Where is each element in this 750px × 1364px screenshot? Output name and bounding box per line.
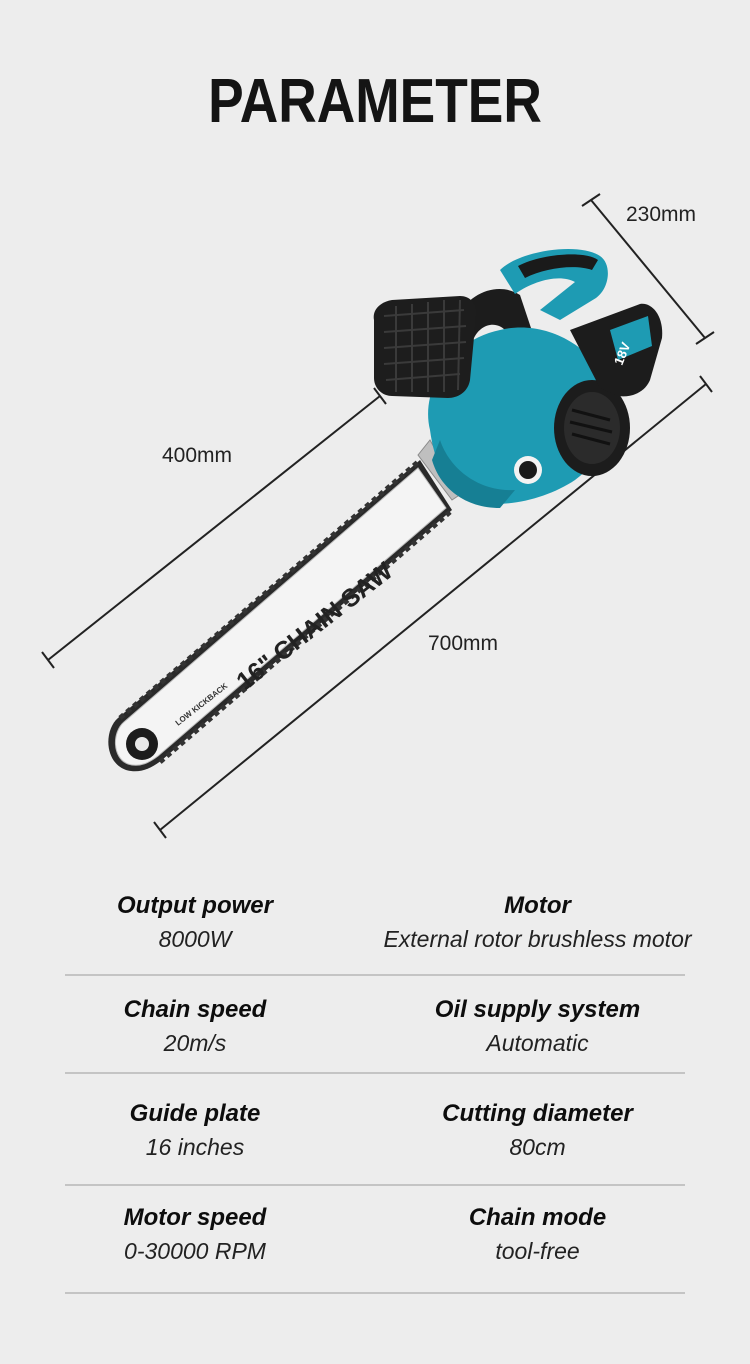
height-dimension-label: 400mm (162, 444, 233, 467)
chainsaw-illustration: 16" CHAIN SAW LOW KICKBACK (41, 193, 715, 839)
dimension-line-height (41, 387, 387, 669)
spec-value: Automatic (486, 1030, 589, 1056)
spec-name: Oil supply system (434, 996, 641, 1023)
spec-value: tool-free (495, 1238, 580, 1264)
spec-name: Motor (504, 892, 571, 919)
length-dimension-label: 700mm (428, 632, 499, 655)
spec-cell: Output power 8000W (0, 892, 390, 953)
spec-value: 80cm (509, 1134, 566, 1160)
spec-value: External rotor brushless motor (383, 926, 692, 952)
spec-cell: Chain mode tool-free (380, 1204, 695, 1265)
spec-cell: Motor External rotor brushless motor (380, 892, 695, 953)
spec-cell: Guide plate 16 inches (0, 1100, 390, 1161)
row-divider (65, 1292, 685, 1294)
width-dimension-label: 230mm (626, 203, 697, 226)
spec-name: Output power (117, 892, 273, 919)
spec-value: 16 inches (145, 1134, 245, 1160)
row-divider (65, 1072, 685, 1074)
row-divider (65, 1184, 685, 1186)
dimension-line-width (581, 193, 715, 345)
spec-cell: Motor speed 0-30000 RPM (0, 1204, 390, 1265)
row-divider (65, 974, 685, 976)
spec-value: 8000W (158, 926, 232, 952)
spec-cell: Chain speed 20m/s (0, 996, 390, 1057)
product-figure: 16" CHAIN SAW LOW KICKBACK (0, 170, 750, 850)
spec-value: 20m/s (163, 1030, 227, 1056)
page-title: PARAMETER (208, 67, 542, 136)
spec-name: Cutting diameter (442, 1100, 633, 1127)
spec-name: Chain speed (123, 996, 267, 1023)
saw-body: 18V (373, 248, 663, 508)
spec-cell: Cutting diameter 80cm (380, 1100, 695, 1161)
spec-value: 0-30000 RPM (124, 1238, 266, 1264)
spec-name: Chain mode (468, 1204, 607, 1231)
guide-bar (108, 439, 471, 772)
spec-cell: Oil supply system Automatic (380, 996, 695, 1057)
spec-name: Motor speed (123, 1204, 267, 1231)
spec-name: Guide plate (129, 1100, 261, 1127)
